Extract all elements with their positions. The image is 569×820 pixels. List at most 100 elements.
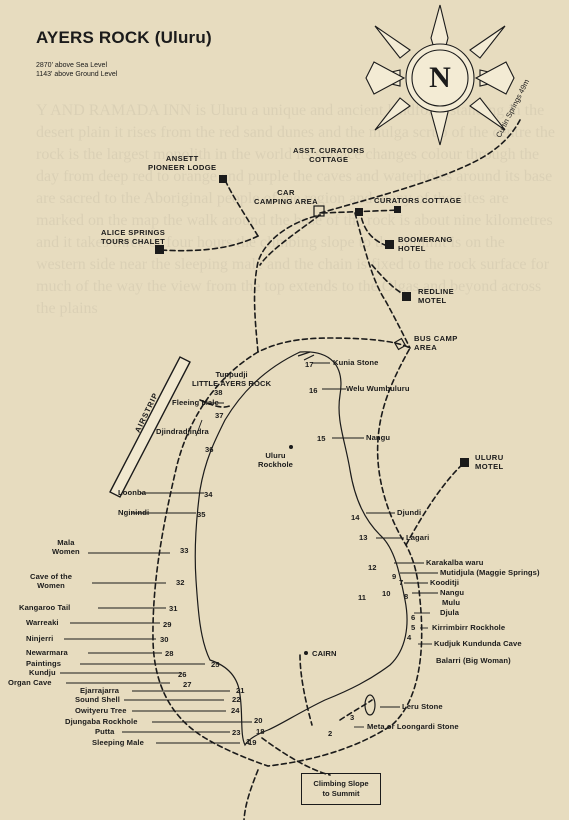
site-number-26: 26 bbox=[178, 670, 187, 679]
site-number-10: 10 bbox=[382, 589, 391, 598]
site-ninjerri: Ninjerri bbox=[26, 634, 54, 643]
site-sound-shell: Sound Shell bbox=[75, 695, 120, 704]
site-kundju: Kundju bbox=[29, 668, 56, 677]
site-number-33: 33 bbox=[180, 546, 189, 555]
site-meta-loongardi-stone: Meta or Loongardi Stone bbox=[367, 722, 459, 731]
site-mulu: Mulu bbox=[442, 598, 461, 607]
site-number-13: 13 bbox=[359, 533, 368, 542]
site-kooditji: Kooditji bbox=[430, 578, 460, 587]
base-walk-track bbox=[152, 337, 423, 767]
site-number-36: 36 bbox=[205, 445, 214, 454]
compass-rose bbox=[365, 4, 515, 146]
site-number-6: 6 bbox=[411, 613, 416, 622]
site-welu-wumbuluru: Welu Wumbuluru bbox=[346, 384, 410, 393]
site-number-27: 27 bbox=[183, 680, 192, 689]
site-sleeping-male: Sleeping Male bbox=[92, 738, 144, 747]
site-number-7: 7 bbox=[399, 578, 404, 587]
site-putta: Putta bbox=[95, 727, 115, 736]
rock-outline bbox=[194, 351, 408, 747]
road-to-boomerang bbox=[359, 209, 386, 246]
site-djula: Djula bbox=[440, 608, 460, 617]
site-number-20: 20 bbox=[254, 716, 263, 725]
road-curtin bbox=[319, 119, 521, 214]
site-number-14: 14 bbox=[351, 513, 360, 522]
map-title: AYERS ROCK (Uluru) bbox=[36, 28, 212, 47]
leru-stone-outline bbox=[364, 694, 376, 716]
site-number-22: 22 bbox=[232, 695, 241, 704]
site-number-16: 16 bbox=[309, 386, 318, 395]
site-number-12: 12 bbox=[368, 563, 377, 572]
site-ejarrajarra: Ejarrajarra bbox=[80, 686, 120, 695]
site-nginindi: Nginindi bbox=[118, 508, 150, 517]
curators-cottage-label: CURATORS COTTAGE bbox=[374, 196, 462, 205]
site-paintings: Paintings bbox=[26, 659, 62, 668]
site-number-19: 19 bbox=[248, 738, 257, 747]
site-number-28: 28 bbox=[165, 649, 174, 658]
site-number-2: 2 bbox=[328, 729, 333, 738]
site-number-1: 1 bbox=[246, 737, 251, 746]
road-redline bbox=[371, 264, 406, 296]
site-number-17: 17 bbox=[305, 360, 314, 369]
elevation-ground: 1143' above Ground Level bbox=[36, 71, 118, 78]
site-number-38: 38 bbox=[214, 388, 223, 397]
bus-camp-marker bbox=[393, 337, 407, 351]
road-east bbox=[354, 212, 411, 349]
site-loonba: Loonba bbox=[118, 488, 147, 497]
airstrip bbox=[109, 356, 191, 498]
site-fleeing-male: Fleeing Male bbox=[172, 398, 219, 407]
main-road bbox=[253, 214, 321, 353]
site-number-25: 25 bbox=[211, 660, 220, 669]
site-kunia-stone: Kunia Stone bbox=[333, 358, 379, 367]
site-number-29: 29 bbox=[163, 620, 172, 629]
site-number-5: 5 bbox=[411, 623, 416, 632]
site-number-34: 34 bbox=[204, 490, 213, 499]
site-warreaki: Warreaki bbox=[26, 618, 59, 627]
site-kudjuk-kundunda-cave: Kudjuk Kundunda Cave bbox=[434, 639, 522, 648]
site-number-37: 37 bbox=[215, 411, 224, 420]
label-arrows bbox=[60, 362, 438, 744]
south-road bbox=[243, 769, 259, 820]
site-djungaba-rockhole: Djungaba Rockhole bbox=[65, 717, 138, 726]
site-nangu-2: Nangu bbox=[440, 588, 465, 597]
site-number-31: 31 bbox=[169, 604, 178, 613]
site-karakalba-waru: Karakalba waru bbox=[426, 558, 484, 567]
site-number-8: 8 bbox=[404, 592, 409, 601]
site-number-18: 18 bbox=[256, 727, 265, 736]
site-number-11: 11 bbox=[358, 593, 367, 602]
site-number-4: 4 bbox=[407, 633, 412, 642]
site-djindradjindra: Djindradjindra bbox=[156, 427, 209, 436]
kunia-stone-marks bbox=[297, 351, 315, 361]
site-balarri: Balarri (Big Woman) bbox=[436, 656, 511, 665]
north-loop-road bbox=[259, 214, 321, 266]
site-number-32: 32 bbox=[176, 578, 185, 587]
facility-markers bbox=[155, 175, 469, 655]
site-number-3: 3 bbox=[350, 713, 355, 722]
site-lagari: Lagari bbox=[406, 533, 430, 542]
compass-north-letter: N bbox=[429, 61, 451, 94]
site-kangaroo-tail: Kangaroo Tail bbox=[19, 603, 71, 612]
site-number-21: 21 bbox=[236, 686, 245, 695]
site-number-23: 23 bbox=[232, 728, 241, 737]
site-number-15: 15 bbox=[317, 434, 326, 443]
site-owityeru-tree: Owityeru Tree bbox=[75, 706, 127, 715]
site-number-35: 35 bbox=[197, 510, 206, 519]
interior-walk-leru bbox=[339, 699, 373, 721]
little-rock-track bbox=[199, 399, 233, 408]
elevation-sea: 2870' above Sea Level bbox=[36, 62, 108, 69]
road-uluru-motel bbox=[405, 461, 466, 546]
cairn-label: CAIRN bbox=[312, 649, 337, 658]
site-organ-cave: Organ Cave bbox=[8, 678, 52, 687]
